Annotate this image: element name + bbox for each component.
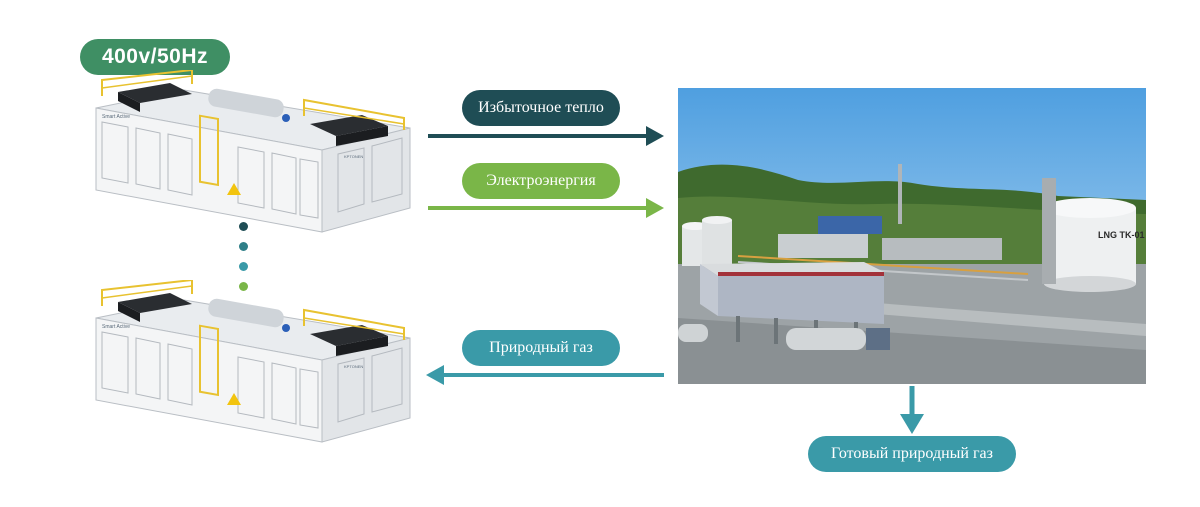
finished-gas-arrow xyxy=(900,386,924,434)
excess-heat-label: Избыточное тепло xyxy=(462,90,620,126)
finished-gas-label: Готовый природный газ xyxy=(808,436,1016,472)
natural-gas-arrow xyxy=(426,365,664,385)
electricity-label: Электроэнергия xyxy=(462,163,620,199)
brand-label: Smart Active xyxy=(102,324,130,330)
model-label: KPTONEN xyxy=(344,364,363,369)
connector-dot-1 xyxy=(239,222,248,231)
connector-dot-2 xyxy=(239,242,248,251)
lng-facility-image: LNG TK-01 xyxy=(678,88,1146,384)
model-label: KPTONEN xyxy=(344,154,363,159)
tank-label: LNG TK-01 xyxy=(1098,230,1145,240)
voltage-badge: 400v/50Hz xyxy=(80,39,230,75)
natural-gas-label: Природный газ xyxy=(462,330,620,366)
excess-heat-arrow xyxy=(428,126,664,146)
generator-container-bottom: Smart Active KPTONEN xyxy=(95,280,411,443)
connector-dot-3 xyxy=(239,262,248,271)
connector-dot-4 xyxy=(239,282,248,291)
brand-label: Smart Active xyxy=(102,114,130,120)
electricity-arrow xyxy=(428,198,664,218)
generator-container-top: Smart Active KPTONEN xyxy=(95,70,411,233)
